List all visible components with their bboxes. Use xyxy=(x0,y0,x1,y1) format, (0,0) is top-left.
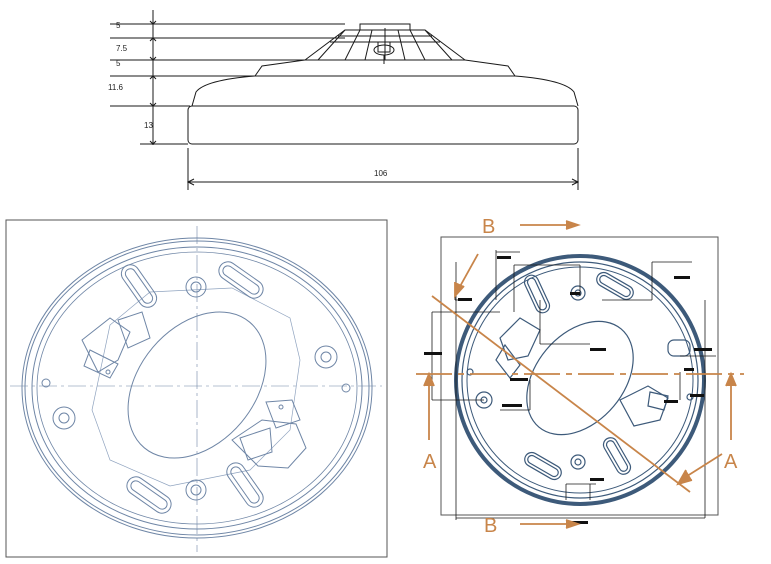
plan-view-left xyxy=(5,219,388,558)
section-label-b-top: B xyxy=(482,216,495,238)
plan-view-right xyxy=(416,220,744,529)
section-line-b xyxy=(431,295,691,493)
dim-label-1: 5 xyxy=(116,21,121,30)
section-label-a-left: A xyxy=(423,451,437,473)
dim-label-3: 5 xyxy=(116,59,121,68)
side-view xyxy=(110,10,580,190)
plan-view-frame xyxy=(5,219,388,558)
width-label: 106 xyxy=(374,169,388,178)
base-block xyxy=(187,105,579,145)
side-view-dimension-labels: 5 7.5 5 11.6 13 106 xyxy=(108,21,388,178)
dim-label-4: 11.6 xyxy=(108,83,124,92)
dim-label-2: 7.5 xyxy=(116,44,128,53)
section-label-a-right: A xyxy=(724,451,738,473)
central-cutout xyxy=(127,311,267,459)
knob xyxy=(373,44,395,56)
dim-label-5: 13 xyxy=(144,121,153,130)
upper-step xyxy=(254,59,516,77)
plan-view-right-frame xyxy=(440,236,719,516)
section-label-b-bottom: B xyxy=(484,515,497,537)
dimension-callouts xyxy=(424,256,712,524)
section-labels: B B A A xyxy=(423,216,738,537)
mid-dome xyxy=(191,75,579,107)
